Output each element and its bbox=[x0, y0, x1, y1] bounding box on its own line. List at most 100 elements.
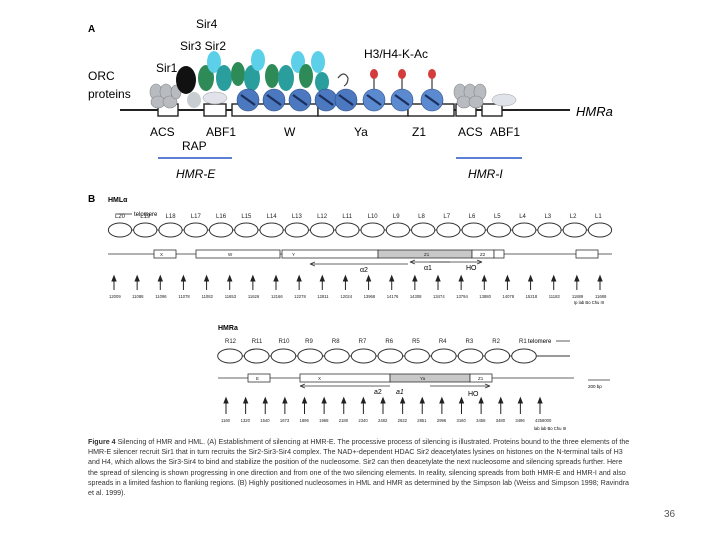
hmr-nucleosome-label: R7 bbox=[359, 339, 367, 345]
hml-gene-a1: α1 bbox=[424, 265, 432, 272]
hml-nucleosome-label: L3 bbox=[544, 214, 551, 220]
hml-nucleosome bbox=[158, 222, 183, 238]
hml-arrow-head bbox=[250, 274, 256, 282]
hml-nucleosome bbox=[385, 222, 411, 238]
hmr-coordinate: 2632 bbox=[398, 418, 408, 423]
sir1-protein bbox=[176, 66, 196, 94]
hml-arrow-head bbox=[180, 274, 187, 282]
sir3-sir2-label: Sir3 Sir2 bbox=[180, 39, 226, 53]
orc-complex-left bbox=[149, 83, 182, 109]
hmr-nucleosome-label: R1 bbox=[519, 339, 527, 345]
hmr-coordinate: 2996 bbox=[437, 418, 447, 423]
nucleosomes-acetylated bbox=[362, 69, 444, 112]
hmr-coordinate: 1160 bbox=[221, 418, 231, 423]
hml-nucleosome bbox=[411, 222, 436, 238]
hml-nucleosome-label: L7 bbox=[443, 214, 450, 220]
hmr-arrow-head bbox=[282, 396, 288, 404]
hmr-arrow-head bbox=[399, 396, 406, 404]
hmr-coordinate: 1673 bbox=[280, 418, 290, 423]
locus-label: HMRa bbox=[576, 104, 613, 119]
w-label: W bbox=[284, 125, 296, 139]
hmr-arrow-head bbox=[321, 396, 327, 404]
hml-arrow-head bbox=[226, 274, 233, 282]
hml-coordinate: 11889 bbox=[572, 294, 584, 299]
hmr-nucleosome bbox=[217, 348, 243, 364]
hmr-nucleosome-label: R12 bbox=[225, 339, 237, 345]
hml-coordinate: 14176 bbox=[387, 294, 399, 299]
hml-coordinate: 11088 bbox=[132, 294, 144, 299]
hml-coordinate: 12024 bbox=[340, 294, 352, 299]
hml-segment-label: Z1 bbox=[424, 252, 430, 257]
hmr-nucleosome-label: R3 bbox=[466, 339, 474, 345]
nucleosome-stripes bbox=[240, 94, 354, 106]
hmr-telomere-label: telomere bbox=[528, 339, 552, 345]
rap-protein bbox=[187, 92, 201, 108]
hml-gene-ho: HO bbox=[466, 265, 477, 272]
hmr-nucleosome-label: R9 bbox=[305, 339, 313, 345]
hml-segment-label: Y bbox=[292, 252, 295, 257]
hmr-nucleosome bbox=[404, 348, 430, 364]
hmr-coordinate: 3160 bbox=[457, 418, 467, 423]
hmr-coordinate: 1968 bbox=[319, 418, 329, 423]
hml-nucleosome bbox=[335, 222, 360, 238]
hmr-coordinate: 4258000 bbox=[535, 418, 552, 423]
hml-coordinate: 12166 bbox=[271, 294, 283, 299]
hml-arrow-head bbox=[435, 274, 441, 282]
hml-arrow-head bbox=[157, 274, 164, 282]
hmr-nucleosome bbox=[377, 348, 404, 364]
hml-arrow-head bbox=[574, 274, 580, 282]
hml-nucleosome-label: L9 bbox=[393, 214, 400, 220]
hml-nucleosomes bbox=[107, 222, 613, 238]
hml-nucleosome-label: L19 bbox=[140, 214, 151, 220]
hmr-coordinate: 1320 bbox=[241, 418, 251, 423]
page-number: 36 bbox=[664, 509, 676, 520]
hmr-arrow-head bbox=[478, 396, 484, 404]
hml-coordinate: 11082 bbox=[202, 294, 214, 299]
hml-segment-label: X bbox=[160, 252, 163, 257]
sir4-label: Sir4 bbox=[196, 17, 218, 31]
hmr-source-label: lab lab Bo Chu III bbox=[534, 426, 566, 431]
panel-b-label: B bbox=[88, 194, 95, 205]
hml-coordinate: 12811 bbox=[317, 294, 329, 299]
hml-coordinate: 11078 bbox=[178, 294, 190, 299]
hmr-cut-arrows bbox=[223, 396, 543, 414]
hmr-arrow-head bbox=[419, 396, 425, 404]
hmr-nucleosome bbox=[350, 348, 377, 364]
hmr-arrow-head bbox=[242, 396, 249, 404]
hmr-coordinate: 2180 bbox=[339, 418, 349, 423]
caption-lead: Figure 4 bbox=[88, 438, 116, 446]
hml-coordinate: 14308 bbox=[410, 294, 422, 299]
hml-arrow-head bbox=[273, 274, 279, 282]
hmr-coordinate: 3496 bbox=[515, 418, 525, 423]
hmr-nucleosome bbox=[511, 348, 537, 364]
hmr-arrow-head bbox=[458, 396, 465, 404]
hml-arrow-head bbox=[342, 274, 349, 282]
orc-complex-right bbox=[453, 83, 487, 109]
hml-segment-label: W bbox=[228, 252, 233, 257]
hml-arrow-head bbox=[527, 274, 534, 282]
hml-arrow-head bbox=[134, 274, 140, 282]
hmr-segment-label: E bbox=[256, 376, 259, 381]
hml-coordinate: 12009 bbox=[109, 294, 121, 299]
figure-caption: Figure 4 Silencing of HMR and HML. (A) E… bbox=[88, 437, 634, 498]
hmr-arrow-head bbox=[498, 396, 504, 404]
hml-nucleosome bbox=[486, 222, 512, 238]
hmr-nucleosome bbox=[243, 348, 270, 364]
hmr-coordinate: 3480 bbox=[496, 418, 506, 423]
ya-label: Ya bbox=[354, 125, 368, 139]
hml-coordinate: 11689 bbox=[595, 294, 607, 299]
abf1-protein-right bbox=[491, 93, 517, 107]
hmr-segment-label: X bbox=[318, 376, 321, 381]
abf1-protein bbox=[202, 91, 228, 105]
abf1-label-1: ABF1 bbox=[206, 125, 236, 139]
hml-source-label: Ip lab Bo Chu III bbox=[574, 300, 604, 305]
hml-nucleosome-label: L20 bbox=[115, 214, 126, 220]
hmr-nucleosome-label: R10 bbox=[278, 339, 290, 345]
hml-nucleosome bbox=[183, 222, 208, 238]
hml-nucleosome-label: L1 bbox=[595, 214, 602, 220]
hmr-arrow-head bbox=[223, 396, 229, 404]
